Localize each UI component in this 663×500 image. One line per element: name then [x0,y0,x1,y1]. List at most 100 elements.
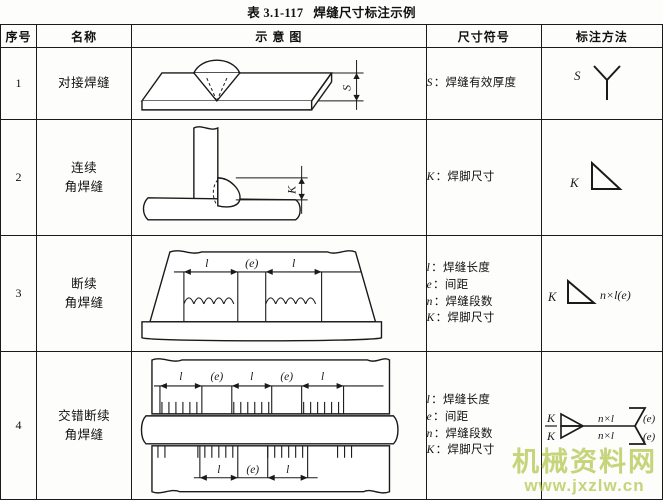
table-row: 2 连续 角焊缝 [0,119,663,236]
figure-label-bottom-3: l [286,464,289,476]
notation-prefix: K [547,290,557,304]
figure-staggered-intermittent-fillet-weld: l (e) l (e) l l (e) l [131,351,427,500]
figure-butt-weld: S [131,47,427,120]
symbol-letter: K [426,171,435,184]
symbol-item: e：间距 [426,410,469,423]
symbol-desc: 间距 [444,410,469,423]
symbol-letter: l [426,262,431,275]
table-row: 3 断续 角焊缝 [0,235,663,352]
row-number: 2 [0,119,38,236]
notation-butt-weld: S [540,47,663,120]
symbol-item: S：焊缝有效厚度 [426,77,517,90]
row-name-line: 连续 [71,160,98,175]
notation-prefix-bottom: K [546,429,556,443]
table-row: 1 对接焊缝 [0,47,663,120]
notation-suffix: n×l(e) [600,288,631,302]
staggered-fillet-symbol-drawing: K K n×l n×l (e) (e) [544,406,656,445]
notation-wrapper: K K n×l n×l (e) (e) [542,352,662,499]
row-name-line: 角焊缝 [64,179,104,194]
symbol-desc: 间距 [444,278,469,291]
table-number: 表 3.1-117 [247,6,304,20]
figure-label-top-4: (e) [281,371,294,383]
symbol-desc: 焊缝段数 [445,427,493,440]
notation-label-top: n×l [598,413,614,425]
figure-label-top-1: l [179,371,182,383]
symbol-item: n：焊缝段数 [426,295,493,308]
figure-label-k: K [285,185,299,195]
notation-label-bottom: n×l [598,430,614,442]
table-header-row: 序号 名称 示 意 图 尺寸符号 标注方法 [0,24,663,48]
figure-label-bottom-2: (e) [247,464,260,476]
symbol-letter: e [426,410,433,423]
row-number: 3 [0,235,38,352]
header-name: 名称 [36,24,133,48]
row-name-line: 断续 [71,276,98,291]
figure-label-s: S [340,85,354,91]
notation-staggered-fillet: K K n×l n×l (e) (e) [540,351,663,500]
symbol-item: K：焊脚尺寸 [426,171,495,184]
symbol-list: K：焊脚尺寸 [425,119,542,236]
figure-label-top-2: (e) [211,371,224,383]
symbol-desc: 焊缝有效厚度 [445,77,517,90]
header-figure: 示 意 图 [131,24,427,48]
figure-label-l-2: l [292,256,296,270]
notation-prefix: K [569,175,580,190]
header-no: 序号 [0,24,38,48]
row-name-line: 角焊缝 [64,295,104,310]
intermittent-fillet-weld-drawing: l (e) l [141,250,383,342]
symbol-list: S：焊缝有效厚度 [425,47,542,120]
symbol-item: l：焊缝长度 [426,394,491,407]
row-name: 连续 角焊缝 [36,119,133,236]
fillet-triangle-nl-symbol-drawing: K n×l(e) [547,278,631,304]
notation-prefix: S [574,68,581,83]
row-name-line: 对接焊缝 [58,76,111,91]
symbol-item: K：焊脚尺寸 [426,312,495,325]
figure-continuous-fillet-weld: K [131,119,427,236]
symbol-letter: n [426,427,433,440]
symbol-item: K：焊脚尺寸 [426,444,495,457]
notation-tail-top: (e) [643,413,656,425]
butt-weld-drawing: S [140,59,364,111]
symbol-letter: e [426,278,433,291]
symbol-letter: n [426,295,433,308]
table-row: 4 交错断续 角焊缝 [0,351,663,500]
row-number: 1 [0,47,38,120]
notation-wrapper: K [542,120,662,235]
symbol-letter: K [426,312,435,325]
symbol-desc: 焊脚尺寸 [447,171,495,184]
symbol-letter: S [426,77,433,90]
continuous-fillet-weld-drawing: K [142,126,308,221]
symbol-desc: 焊脚尺寸 [447,312,495,325]
fillet-triangle-symbol-drawing: K [569,160,623,190]
row-number: 4 [0,351,38,500]
row-name-line: 交错断续 [58,408,111,423]
symbol-list: l：焊缝长度 e：间距 n：焊缝段数 K：焊脚尺寸 [425,235,542,352]
figure-label-bottom-1: l [217,464,220,476]
symbol-letter: K [426,444,435,457]
symbol-desc: 焊脚尺寸 [447,444,495,457]
symbol-desc: 焊缝长度 [442,262,491,275]
notation-prefix-top: K [546,411,556,425]
y-weld-symbol-drawing: S [574,64,621,100]
staggered-intermittent-fillet-weld-drawing: l (e) l (e) l l (e) l [140,358,399,494]
notation-wrapper: S [542,48,662,119]
figure-label-e-1: (e) [245,256,258,270]
figure-label-l-1: l [205,256,209,270]
header-notation: 标注方法 [540,24,663,48]
symbol-item: e：间距 [426,278,469,291]
symbol-item: l：焊缝长度 [426,262,491,275]
figure-intermittent-fillet-weld: l (e) l [131,235,427,352]
symbol-list: l：焊缝长度 e：间距 n：焊缝段数 K：焊脚尺寸 [425,351,542,500]
notation-wrapper: K n×l(e) [542,236,662,351]
symbol-desc: 焊缝段数 [445,295,493,308]
figure-label-top-5: l [321,371,324,383]
notation-continuous-fillet: K [540,119,663,236]
symbol-item: n：焊缝段数 [426,427,493,440]
figure-label-top-3: l [250,371,253,383]
row-name: 交错断续 角焊缝 [36,351,133,500]
row-name: 断续 角焊缝 [36,235,133,352]
notation-tail-bottom: (e) [643,431,656,443]
header-symbol: 尺寸符号 [425,24,542,48]
